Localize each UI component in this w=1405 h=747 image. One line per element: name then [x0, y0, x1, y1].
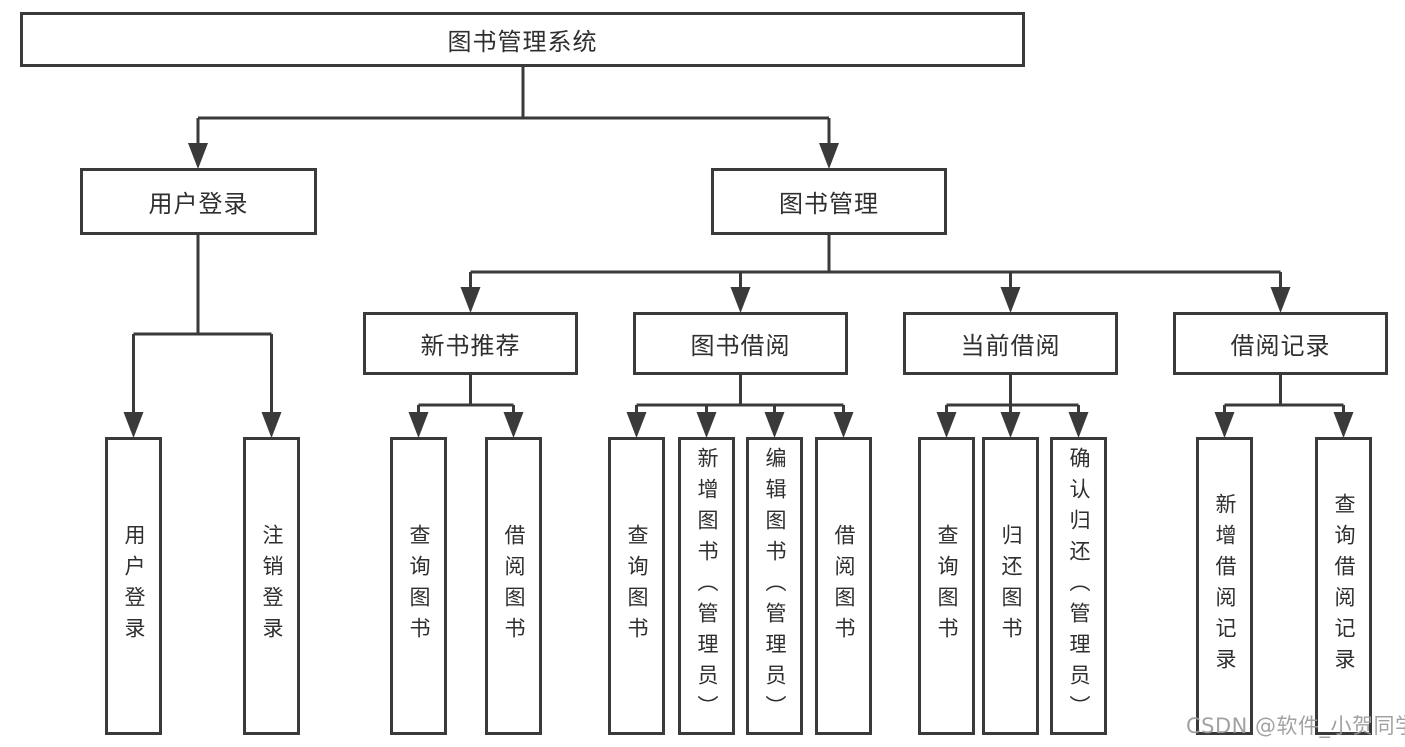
node-bb-add-books-admin: 新增图书（管理员）: [678, 437, 735, 735]
node-bb-borrow-books-label: 借阅图书: [832, 524, 856, 648]
node-cb-query-books-label: 查询图书: [935, 524, 959, 648]
node-bb-borrow-books: 借阅图书: [815, 437, 872, 735]
node-user-login-branch: 用户登录: [80, 168, 317, 235]
node-user-login-branch-label: 用户登录: [148, 190, 249, 218]
node-book-management: 图书管理: [711, 168, 947, 235]
node-borrow-records-label: 借阅记录: [1230, 332, 1331, 360]
edge-new-book-rec-children: [408, 375, 524, 438]
node-library-management-system: 图书管理系统: [20, 12, 1025, 67]
edge-current-borrow-children: [936, 375, 1089, 438]
node-user-login: 用户登录: [105, 437, 162, 735]
node-cb-return-books-label: 归还图书: [999, 524, 1023, 648]
node-library-management-system-label: 图书管理系统: [447, 28, 598, 56]
node-new-book-recommend-label: 新书推荐: [420, 332, 521, 360]
node-user-login-label: 用户登录: [122, 524, 146, 648]
node-br-add-record: 新增借阅记录: [1196, 437, 1253, 735]
node-logout: 注销登录: [243, 437, 300, 735]
node-br-query-record-label: 查询借阅记录: [1332, 493, 1356, 679]
node-rec-query-books: 查询图书: [390, 437, 447, 735]
edge-book-management-to-level3: [460, 235, 1291, 313]
node-new-book-recommend: 新书推荐: [363, 312, 578, 375]
edge-user-login-branch: [123, 235, 282, 438]
edge-borrow-records-children: [1214, 375, 1354, 438]
node-bb-add-books-admin-label: 新增图书（管理员）: [695, 446, 719, 726]
node-br-add-record-label: 新增借阅记录: [1213, 493, 1237, 679]
node-cb-confirm-return-admin: 确认归还（管理员）: [1050, 437, 1107, 735]
edge-root-to-level2: [188, 66, 839, 169]
node-book-borrow: 图书借阅: [633, 312, 848, 375]
node-current-borrow: 当前借阅: [903, 312, 1118, 375]
node-rec-query-books-label: 查询图书: [407, 524, 431, 648]
node-book-borrow-label: 图书借阅: [690, 332, 791, 360]
node-bb-edit-books-admin-label: 编辑图书（管理员）: [763, 446, 787, 726]
node-cb-return-books: 归还图书: [982, 437, 1039, 735]
node-borrow-records: 借阅记录: [1173, 312, 1388, 375]
node-bb-query-books: 查询图书: [608, 437, 665, 735]
node-rec-borrow-books-label: 借阅图书: [502, 524, 526, 648]
node-rec-borrow-books: 借阅图书: [485, 437, 542, 735]
node-cb-confirm-return-admin-label: 确认归还（管理员）: [1067, 446, 1091, 726]
node-bb-query-books-label: 查询图书: [625, 524, 649, 648]
node-current-borrow-label: 当前借阅: [960, 332, 1061, 360]
node-logout-label: 注销登录: [260, 524, 284, 648]
node-cb-query-books: 查询图书: [918, 437, 975, 735]
node-book-management-label: 图书管理: [779, 190, 879, 218]
node-br-query-record: 查询借阅记录: [1315, 437, 1372, 735]
csdn-watermark: CSDN @软件_小贺同学: [1186, 714, 1405, 738]
edge-book-borrow-children: [626, 375, 854, 438]
node-bb-edit-books-admin: 编辑图书（管理员）: [746, 437, 803, 735]
